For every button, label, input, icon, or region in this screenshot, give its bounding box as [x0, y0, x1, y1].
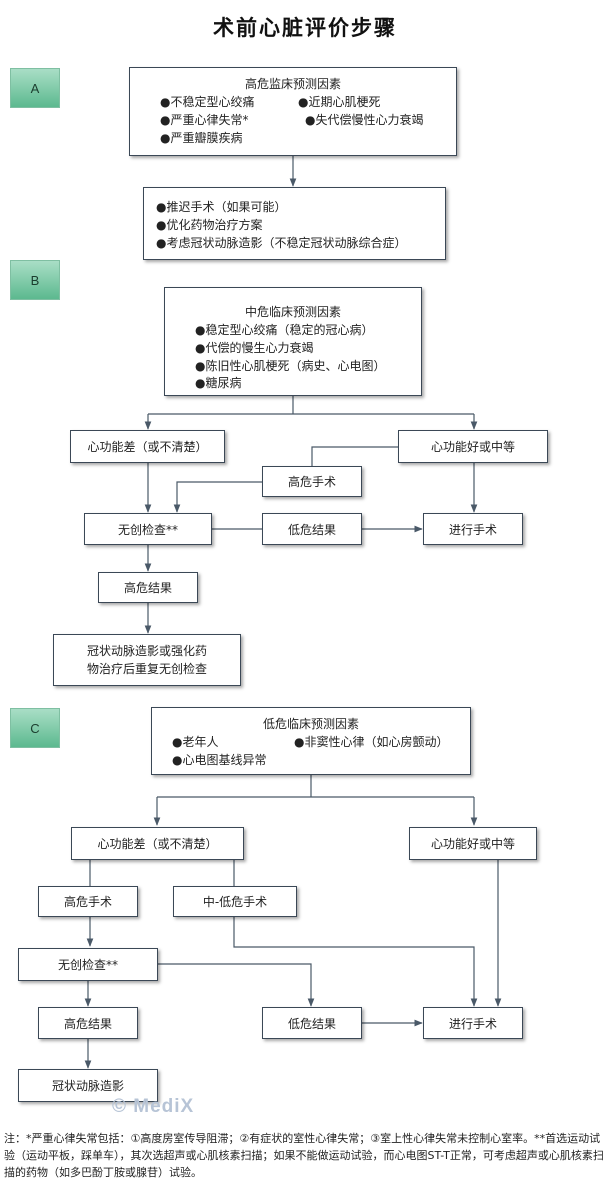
b-angiography-line: 冠状动脉造影或强化药: [86, 644, 207, 658]
c-coronary-angiography-box: 冠状动脉造影: [18, 1069, 158, 1102]
section-b-factor: ●陈旧性心肌梗死（病史、心电图）: [195, 359, 386, 373]
section-a-factor: ●失代偿慢性心力衰竭: [305, 113, 424, 127]
section-b-tag: B: [10, 260, 60, 300]
section-a-factor: ●严重瓣膜疾病: [160, 131, 243, 145]
c-low-risk-result-box: 低危结果: [262, 1007, 362, 1039]
section-b-factor: ●代偿的慢生心力衰竭: [195, 341, 314, 355]
b-high-risk-result-box: 高危结果: [98, 572, 198, 603]
section-a-factors-title: 高危监床预测因素: [244, 77, 341, 91]
section-b-factor: ●糖尿病: [195, 376, 242, 390]
page-title: 术前心脏评价步骤: [213, 16, 397, 40]
line-c-factors-split: [157, 775, 474, 798]
c-poor-function-box: 心功能差（或不清楚）: [71, 827, 244, 860]
section-b-factor: ●稳定型心绞痛（稳定的冠心病）: [195, 323, 374, 337]
b-good-function-box: 心功能好或中等: [398, 430, 548, 463]
section-a-action: ●考虑冠状动脉造影（不稳定冠状动脉综合症）: [156, 236, 407, 250]
b-proceed-surgery-box: 进行手术: [423, 513, 523, 545]
section-c-factors-box: 低危临床预测因素 ●老年人 ●非窦性心律（如心房颤动） ●心电图基线异常: [151, 707, 471, 775]
b-low-risk-result-box: 低危结果: [262, 513, 362, 545]
c-high-risk-surgery-box: 高危手术: [38, 886, 138, 917]
section-a-tag: A: [10, 68, 60, 108]
section-c-factor: ●非窦性心律（如心房颤动）: [294, 735, 449, 749]
c-noninvasive-test-box: 无创检查**: [18, 948, 158, 981]
section-a-action: ●推迟手术（如果可能）: [156, 200, 287, 214]
b-high-risk-surgery-box: 高危手术: [262, 466, 362, 497]
arrow-midlow-to-proceed: [233, 917, 478, 1007]
section-c-factors-title: 低危临床预测因素: [262, 717, 359, 731]
line-good-to-high-surgery: [311, 446, 398, 466]
arrow-high-surgery-to-noninvasive: [173, 481, 262, 513]
section-c-factor: ●老年人: [172, 735, 219, 749]
section-b-factors-title: 中危临床预测因素: [244, 305, 341, 319]
section-a-factor: ●不稳定型心绞痛: [160, 95, 255, 109]
b-poor-function-box: 心功能差（或不清楚）: [70, 430, 225, 463]
arrow-noninvasive-to-low: [158, 963, 315, 1007]
section-a-factor: ●近期心肌梗死: [298, 95, 381, 109]
c-high-risk-result-box: 高危结果: [38, 1007, 138, 1039]
watermark-logo: © MediX: [112, 1096, 195, 1117]
b-angiography-line: 物治疗后重复无创检查: [86, 662, 207, 676]
footnote: 注：*严重心律失常包括：①高度房室传导阻滞；②有症状的室性心律失常；③室上性心律…: [4, 1132, 604, 1179]
c-proceed-surgery-box: 进行手术: [423, 1007, 523, 1039]
b-angiography-or-repeat-box: 冠状动脉造影或强化药 物治疗后重复无创检查: [53, 634, 241, 686]
b-noninvasive-test-box: 无创检查**: [84, 513, 212, 545]
section-c-factor: ●心电图基线异常: [172, 753, 267, 767]
section-c-tag: C: [10, 708, 60, 748]
c-good-function-box: 心功能好或中等: [409, 827, 537, 860]
section-a-factors-box: 高危监床预测因素 ●不稳定型心绞痛 ●近期心肌梗死 ●严重心律失常* ●失代偿慢…: [129, 67, 457, 156]
section-b-factors-box: 中危临床预测因素 ●稳定型心绞痛（稳定的冠心病） ●代偿的慢生心力衰竭 ●陈旧性…: [164, 287, 422, 396]
section-a-action: ●优化药物治疗方案: [156, 218, 263, 232]
section-a-actions-box: ●推迟手术（如果可能） ●优化药物治疗方案 ●考虑冠状动脉造影（不稳定冠状动脉综…: [143, 187, 446, 260]
line-b-factors-split: [148, 396, 474, 415]
c-mid-low-risk-surgery-box: 中-低危手术: [173, 886, 297, 917]
section-a-factor: ●严重心律失常*: [160, 113, 249, 127]
